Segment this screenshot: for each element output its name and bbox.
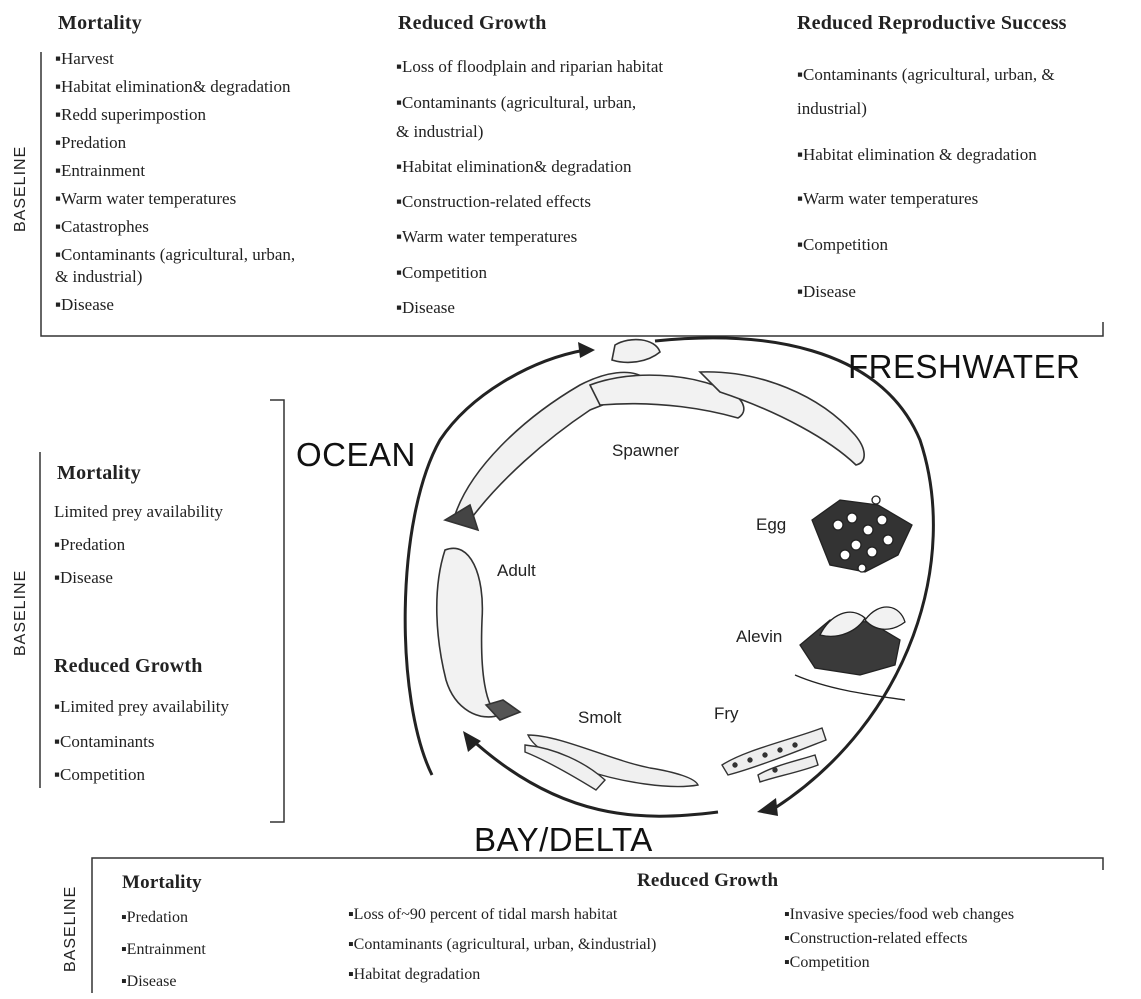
bay-bracket xyxy=(91,857,1104,993)
list-item: ▪Disease xyxy=(797,282,856,301)
arrowhead-top xyxy=(578,342,595,358)
bay-mortality-heading: Mortality xyxy=(122,872,202,893)
list-item: ▪Competition xyxy=(797,235,889,254)
freshwater-mortality-list: ▪Harvest ▪Habitat elimination& degradati… xyxy=(55,48,295,322)
list-item: ▪Loss of floodplain and riparian habitat xyxy=(396,57,664,76)
list-item: ▪Predation xyxy=(55,133,127,152)
list-item: ▪Construction-related effects xyxy=(784,930,968,947)
stage-label-smolt: Smolt xyxy=(578,708,622,727)
list-item: ▪Competition xyxy=(784,954,870,971)
ocean-growth-list: ▪Limited prey availability ▪Contaminants… xyxy=(54,696,229,794)
list-item: ▪Habitat elimination& degradation xyxy=(55,77,291,96)
list-item: ▪Contaminants (agricultural, urban, xyxy=(55,245,296,264)
alevin-illustration xyxy=(794,606,906,701)
list-item: ▪Disease xyxy=(54,568,113,587)
adult-fish-illustration xyxy=(436,547,522,721)
list-item: ▪Contaminants (agricultural, urban, xyxy=(396,93,637,112)
list-item: ▪Loss of~90 percent of tidal marsh habit… xyxy=(348,906,618,923)
freshwater-reproduction-heading: Reduced Reproductive Success xyxy=(797,12,1067,34)
baseline-label-bay: BASELINE xyxy=(62,885,79,972)
freshwater-cycle-arrow xyxy=(654,336,935,810)
list-item: & industrial) xyxy=(55,267,143,286)
ocean-mortality-heading: Mortality xyxy=(57,462,141,484)
ocean-to-freshwater-arrow xyxy=(403,348,586,776)
list-item: ▪Predation xyxy=(54,535,126,554)
bay-growth-list-col2: ▪Invasive species/food web changes ▪Cons… xyxy=(784,906,1014,978)
freshwater-mortality-heading: Mortality xyxy=(58,12,142,34)
baseline-label-ocean: BASELINE xyxy=(12,569,29,656)
list-item: ▪Contaminants xyxy=(54,732,155,751)
list-item: ▪Competition xyxy=(396,263,488,282)
list-item: ▪Redd superimpostion xyxy=(55,105,206,124)
list-item: ▪Disease xyxy=(396,298,455,317)
delta-to-ocean-arrow xyxy=(468,736,719,818)
list-item: ▪Competition xyxy=(54,765,146,784)
ocean-bracket-right xyxy=(270,399,285,823)
ocean-region-label: OCEAN xyxy=(296,436,416,473)
list-item: ▪Entrainment xyxy=(55,161,146,180)
stage-label-fry: Fry xyxy=(714,704,739,723)
list-item: ▪Construction-related effects xyxy=(396,192,592,211)
bay-mortality-list: ▪Predation ▪Entrainment ▪Disease xyxy=(121,909,206,999)
list-item: ▪Habitat degradation xyxy=(348,966,481,983)
list-item: ▪Disease xyxy=(55,295,114,314)
list-item: ▪Habitat elimination & degradation xyxy=(797,145,1037,164)
arrowhead-right xyxy=(757,798,778,816)
lifecycle-arrows xyxy=(403,336,935,818)
list-item: ▪Warm water temperatures xyxy=(55,189,237,208)
list-item: ▪Entrainment xyxy=(121,941,206,958)
baseline-label-freshwater: BASELINE xyxy=(12,145,29,232)
list-item: ▪Predation xyxy=(121,909,188,926)
freshwater-growth-heading: Reduced Growth xyxy=(398,12,547,34)
bay-delta-region-label: BAY/DELTA xyxy=(474,821,653,858)
freshwater-region-label: FRESHWATER xyxy=(848,348,1081,385)
list-item: ▪Warm water temperatures xyxy=(797,189,979,208)
list-item: ▪Harvest xyxy=(55,49,114,68)
spawner-fish-illustration xyxy=(443,338,865,532)
stage-label-alevin: Alevin xyxy=(736,627,783,646)
list-item: ▪Catastrophes xyxy=(55,217,149,236)
list-item: ▪Contaminants (agricultural, urban, &ind… xyxy=(348,936,657,953)
stage-label-egg: Egg xyxy=(756,515,787,534)
smolt-illustration xyxy=(524,734,699,791)
arrowhead-left xyxy=(463,731,481,752)
list-item: ▪Contaminants (agricultural, urban, & xyxy=(797,65,1055,84)
freshwater-reproduction-list: ▪Contaminants (agricultural, urban, & in… xyxy=(797,64,1055,311)
list-item: ▪Invasive species/food web changes xyxy=(784,906,1015,923)
fry-illustration xyxy=(721,727,827,783)
egg-illustration xyxy=(811,495,913,573)
ocean-mortality-list: Limited prey availability ▪Predation ▪Di… xyxy=(54,501,223,597)
list-item: & industrial) xyxy=(396,122,484,141)
freshwater-growth-list: ▪Loss of floodplain and riparian habitat… xyxy=(396,56,663,327)
bay-growth-heading: Reduced Growth xyxy=(637,870,779,891)
list-item: industrial) xyxy=(797,99,867,118)
stage-label-adult: Adult xyxy=(497,561,536,580)
list-item: ▪Warm water temperatures xyxy=(396,227,578,246)
bay-growth-list-col1: ▪Loss of~90 percent of tidal marsh habit… xyxy=(348,906,656,992)
list-item: Limited prey availability xyxy=(54,502,224,521)
list-item: ▪Limited prey availability xyxy=(54,697,230,716)
list-item: ▪Habitat elimination& degradation xyxy=(396,157,632,176)
freshwater-bracket xyxy=(40,52,1104,337)
list-item: ▪Disease xyxy=(121,973,177,990)
ocean-growth-heading: Reduced Growth xyxy=(54,655,203,677)
stage-label-spawner: Spawner xyxy=(612,441,680,460)
